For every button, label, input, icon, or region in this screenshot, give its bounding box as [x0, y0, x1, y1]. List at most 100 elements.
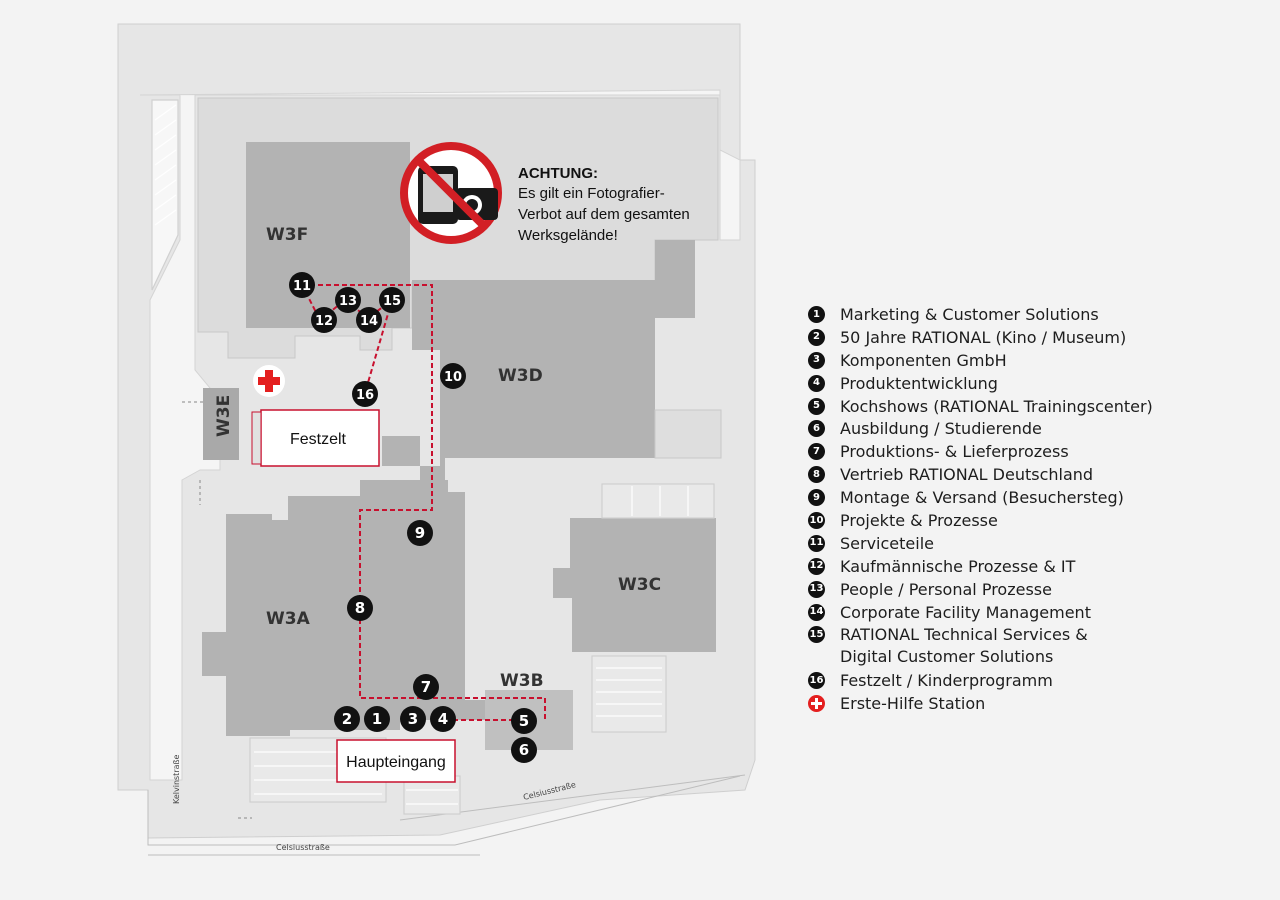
marker-number: 10: [444, 370, 462, 385]
legend-number: 10: [808, 512, 825, 530]
footpaths: [182, 401, 252, 819]
legend-number: 15: [808, 626, 825, 644]
warning-line-3: Werksgelände!: [518, 227, 618, 244]
map-marker-2: 2: [334, 706, 360, 732]
map-marker-16: 16: [352, 381, 378, 407]
legend-label: Montage & Versand (Besuchersteg): [840, 488, 1124, 508]
legend-item: Erste-Hilfe Station: [808, 693, 1153, 716]
marker-circle: [347, 595, 373, 621]
legend-number: 12: [808, 557, 825, 575]
marker-circle: [352, 381, 378, 407]
marker-circle: [379, 287, 405, 313]
marker-circle: [407, 520, 433, 546]
marker-circle: [511, 708, 537, 734]
map-marker-11: 11: [289, 272, 315, 298]
marker-circle: [335, 287, 361, 313]
access-road: [147, 775, 741, 846]
marker-circle: [511, 737, 537, 763]
marker-number: 15: [383, 294, 401, 309]
building-w3e: [203, 388, 239, 460]
building-w3d: [382, 280, 655, 480]
marker-number: 7: [421, 678, 431, 696]
legend-number: 2: [808, 328, 825, 346]
legend-label: Festzelt / Kinderprogramm: [840, 671, 1053, 691]
legend-label: Komponenten GmbH: [840, 350, 1007, 370]
legend-item: 15 RATIONAL Technical Services & Digital …: [808, 624, 1153, 670]
legend-item: 4 Produktentwicklung: [808, 373, 1153, 396]
marker-circle: [334, 706, 360, 732]
marker-number: 8: [355, 599, 365, 617]
marker-number: 12: [315, 314, 333, 329]
marker-circle: [430, 706, 456, 732]
marker-circle: [413, 674, 439, 700]
marker-number: 9: [415, 524, 425, 542]
marker-number: 11: [293, 279, 311, 294]
marker-number: 3: [408, 710, 418, 728]
building-w3c: [553, 518, 716, 652]
marker-number: 16: [356, 388, 374, 403]
red-cross-icon: [253, 365, 285, 397]
marker-number: 5: [519, 712, 529, 730]
map-marker-13: 13: [335, 287, 361, 313]
marker-number: 4: [438, 710, 448, 728]
marker-number: 2: [342, 710, 352, 728]
marker-circle: [400, 706, 426, 732]
legend-number: 4: [808, 374, 825, 392]
parking-east: [591, 483, 715, 733]
legend-label: Erste-Hilfe Station: [840, 694, 986, 714]
legend-item: 13 People / Personal Prozesse: [808, 579, 1153, 602]
legend-label: Kaufmännische Prozesse & IT: [840, 556, 1076, 576]
legend-label: Produktentwicklung: [840, 373, 998, 393]
legend-item: 8 Vertrieb RATIONAL Deutschland: [808, 464, 1153, 487]
legend-label: Serviceteile: [840, 533, 934, 553]
legend-label: Kochshows (RATIONAL Trainingscenter): [840, 396, 1153, 416]
red-cross-icon: [808, 695, 825, 713]
legend-number: 11: [808, 534, 825, 552]
map-marker-5: 5: [511, 708, 537, 734]
map-marker-14: 14: [356, 307, 382, 333]
legend-number: 1: [808, 306, 825, 323]
legend-item: 11 Serviceteile: [808, 533, 1153, 556]
label-w3f: W3F: [266, 225, 308, 245]
marker-number: 6: [519, 741, 529, 759]
marker-number: 1: [372, 710, 382, 728]
no-photography-icon: [400, 142, 502, 244]
legend-label: People / Personal Prozesse: [840, 579, 1052, 599]
main-entrance-label: Haupteingang: [346, 754, 446, 771]
map-marker-4: 4: [430, 706, 456, 732]
label-w3a: W3A: [266, 609, 311, 629]
map-marker-6: 6: [511, 737, 537, 763]
legend-label: RATIONAL Technical Services & Digital Cu…: [840, 625, 1088, 667]
legend-label: Vertrieb RATIONAL Deutschland: [840, 465, 1094, 485]
map-marker-9: 9: [407, 520, 433, 546]
legend-number: 13: [808, 580, 825, 598]
map-marker-15: 15: [379, 287, 405, 313]
map-marker-12: 12: [311, 307, 337, 333]
street-celsius-bottom: Celsiusstraße: [276, 843, 330, 852]
marker-circle: [289, 272, 315, 298]
map-marker-3: 3: [400, 706, 426, 732]
legend-number: 8: [808, 466, 825, 484]
parking-north-west: [151, 99, 179, 291]
w3d-annex: [654, 409, 722, 459]
marker-circle: [440, 363, 466, 389]
map-marker-10: 10: [440, 363, 466, 389]
map-marker-7: 7: [413, 674, 439, 700]
festzelt-label: Festzelt: [290, 431, 347, 448]
marker-circle: [311, 307, 337, 333]
marker-number: 13: [339, 294, 357, 309]
legend-number: 6: [808, 420, 825, 438]
map-marker-1: 1: [364, 706, 390, 732]
marker-circle: [356, 307, 382, 333]
legend-item: 12 Kaufmännische Prozesse & IT: [808, 556, 1153, 579]
legend-label: Produktions- & Lieferprozess: [840, 442, 1069, 462]
label-w3c: W3C: [618, 575, 661, 595]
